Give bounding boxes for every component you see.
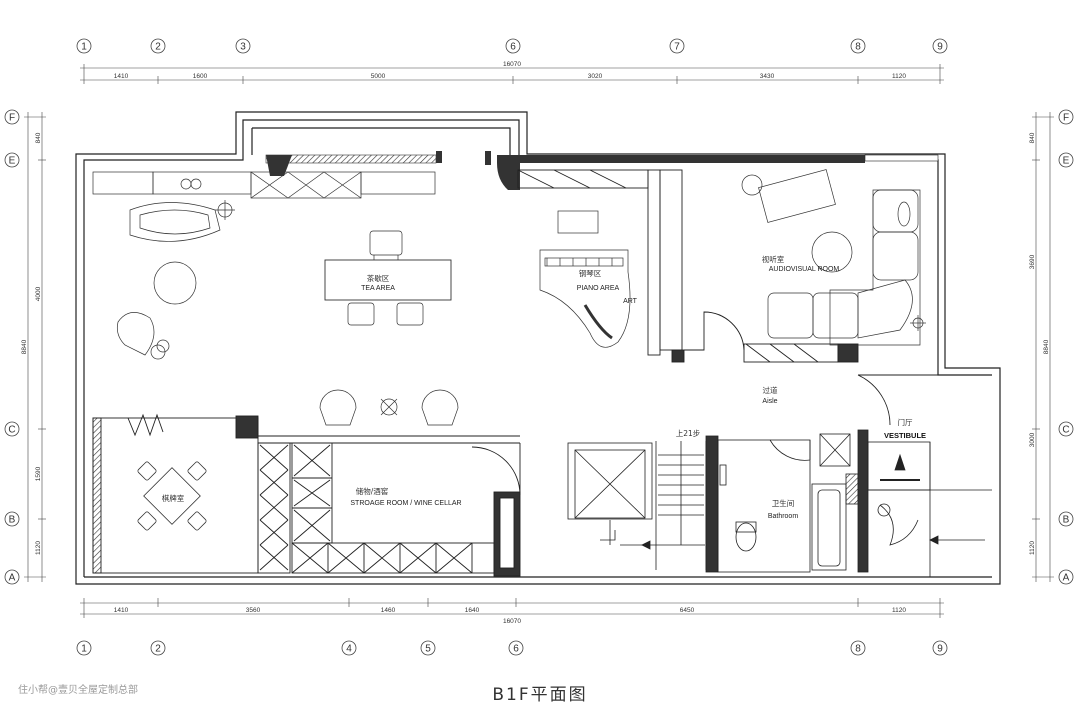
dim-segment: 3560 — [246, 607, 261, 614]
grid-col-label: 2 — [155, 644, 161, 655]
tea-area-label: TEA AREA — [361, 285, 395, 292]
dim-total-top: 16070 — [503, 61, 521, 68]
grid-row-label: A — [1063, 573, 1070, 584]
piano-area-label-cn: 钢琴区 — [579, 268, 602, 278]
grid-col-label: 3 — [240, 42, 246, 53]
aisle-label-cn: 过道 — [763, 385, 778, 395]
grid-col-label: 9 — [937, 42, 943, 53]
dim-segment: 840 — [1029, 132, 1036, 143]
vestibule-label-cn: 门厅 — [898, 418, 913, 427]
grid-col-label: 9 — [937, 644, 943, 655]
av-room-label-cn: 视听室 — [762, 254, 785, 264]
dim-segment: 1120 — [35, 541, 42, 555]
piano-area-label: PIANO AREA — [577, 285, 620, 292]
dim-segment: 4000 — [35, 286, 42, 301]
watermark: 住小帮@壹贝全屋定制总部 — [18, 685, 138, 696]
piano-area-furniture — [539, 210, 631, 348]
grid-col-label: 8 — [855, 644, 861, 655]
dim-segment: 3690 — [1029, 254, 1036, 269]
dim-segment: 3430 — [760, 73, 775, 80]
dimension-text-left: 8840 840 4000 1590 1120 — [21, 132, 42, 555]
grid-row-label: E — [9, 156, 16, 167]
dim-total-left: 8840 — [21, 339, 28, 354]
grid-row-label: F — [1063, 113, 1069, 124]
grid-bubbles-left — [4, 109, 20, 585]
interior-walls — [517, 169, 938, 426]
dim-segment: 840 — [35, 132, 42, 143]
chess-room-furniture — [137, 461, 207, 531]
vestibule-label: VESTIBULE — [884, 431, 926, 440]
grid-labels-top: 1 2 3 6 7 8 9 — [81, 42, 943, 53]
grid-col-label: 1 — [81, 42, 87, 53]
grid-labels-left: F E C B A — [8, 113, 15, 584]
lounge-chairs — [319, 389, 459, 426]
grid-row-label: B — [1063, 515, 1070, 526]
grid-col-label: 2 — [155, 42, 161, 53]
av-room-furniture — [741, 169, 926, 346]
grid-row-label: B — [9, 515, 16, 526]
grid-row-label: A — [9, 573, 16, 584]
bathroom-fixtures — [705, 429, 869, 573]
aisle-label: Aisle — [762, 398, 777, 405]
stairs-elevator — [567, 441, 707, 570]
grid-col-label: 6 — [510, 42, 516, 53]
grid-bubbles-top — [76, 38, 948, 54]
dimension-text-top: 16070 1410 1600 5000 3020 3430 1120 — [114, 61, 907, 80]
dim-segment: 1640 — [465, 607, 480, 614]
room-labels: 茶歇区 TEA AREA 钢琴区 PIANO AREA ART 视听室 AUDI… — [162, 254, 926, 520]
grid-row-label: F — [9, 113, 15, 124]
grid-bubbles-right — [1058, 109, 1074, 585]
dim-segment: 1460 — [381, 607, 396, 614]
dimension-lines — [24, 64, 1054, 618]
dim-segment: 1410 — [114, 73, 129, 80]
dim-segment: 1590 — [35, 466, 42, 481]
vestibule — [867, 441, 992, 577]
bathroom-label-cn: 卫生间 — [772, 498, 795, 508]
dim-segment: 1120 — [892, 607, 906, 614]
page-title: B1F平面图 — [492, 685, 588, 705]
bathroom-label: Bathroom — [768, 513, 799, 520]
dim-segment: 5000 — [371, 73, 386, 80]
stair-label: 上21步 — [676, 429, 701, 438]
wall-strips — [265, 151, 939, 190]
art-label: ART — [623, 298, 638, 305]
dim-segment: 1120 — [1029, 541, 1036, 555]
dim-segment: 3000 — [1029, 432, 1036, 447]
dim-segment: 6450 — [680, 607, 695, 614]
storage-room — [92, 413, 521, 577]
storage-label-cn: 储物/酒窖 — [356, 486, 389, 496]
grid-col-label: 7 — [674, 42, 680, 53]
av-room-label: AUDIOVISUAL ROOM — [769, 266, 840, 273]
dim-segment: 1600 — [193, 73, 208, 80]
grid-labels-right: F E C B A — [1062, 113, 1069, 584]
chess-room-label: 棋牌室 — [162, 493, 185, 503]
grid-col-label: 5 — [425, 644, 431, 655]
storage-label: STROAGE ROOM / WINE CELLAR — [350, 500, 461, 507]
grid-row-label: C — [1062, 425, 1069, 436]
dim-total-bottom: 16070 — [503, 618, 521, 625]
dimension-text-right: 8840 840 3690 3000 1120 — [1029, 132, 1050, 555]
dimension-text-bottom: 1410 3560 1460 1640 6450 1120 16070 — [114, 607, 907, 625]
grid-bubbles-bottom — [76, 640, 948, 656]
grid-col-label: 6 — [513, 644, 519, 655]
exterior-walls — [75, 111, 1001, 585]
grid-col-label: 4 — [346, 644, 352, 655]
dim-segment: 1410 — [114, 607, 129, 614]
dim-segment: 3020 — [588, 73, 603, 80]
tea-area-label-cn: 茶歇区 — [367, 273, 390, 283]
grid-col-label: 1 — [81, 644, 87, 655]
grid-col-label: 8 — [855, 42, 861, 53]
tea-area-furniture — [92, 171, 452, 360]
grid-row-label: E — [1063, 156, 1070, 167]
grid-labels-bottom: 1 2 4 5 6 8 9 — [81, 644, 943, 655]
dim-total-right: 8840 — [1043, 339, 1050, 354]
grid-row-label: C — [8, 425, 15, 436]
dim-segment: 1120 — [892, 73, 906, 80]
